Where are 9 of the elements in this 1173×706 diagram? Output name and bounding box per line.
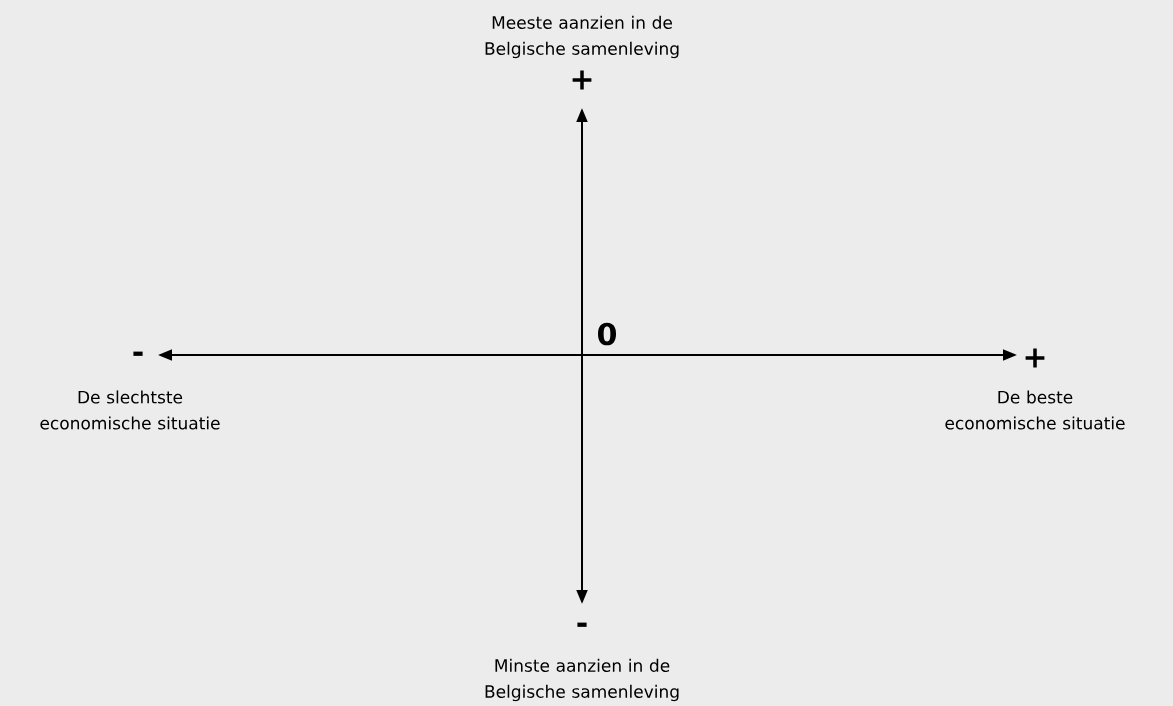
- axis-caption: De slechtste economische situatie: [40, 390, 220, 430]
- minus-sign: -: [133, 351, 143, 356]
- minus-sign: -: [577, 622, 587, 627]
- axis-caption: Meeste aanzien in de Belgische samenleving: [485, 15, 679, 59]
- plus-sign: +: [572, 70, 592, 90]
- plus-sign: +: [1025, 348, 1045, 368]
- axis-caption: De beste economische situatie: [945, 390, 1125, 430]
- axis-caption: Minste aanzien in de Belgische samenleving: [485, 658, 679, 702]
- origin-label: 0: [598, 322, 616, 346]
